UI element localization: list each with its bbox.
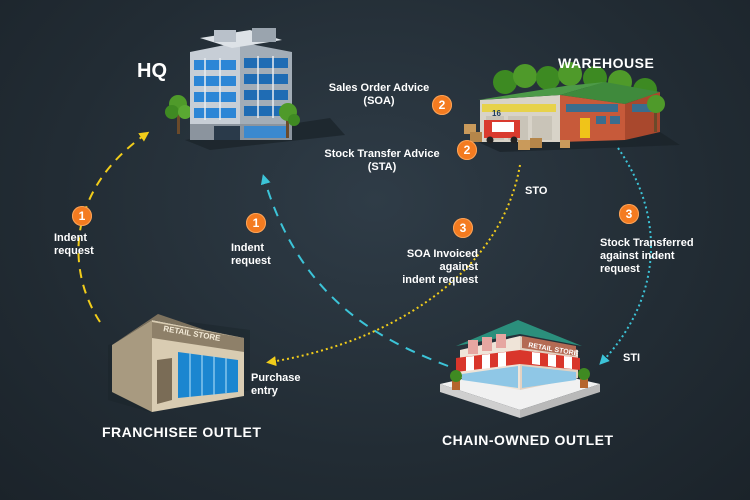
step-badge-sta: 2 <box>457 140 477 160</box>
arrow-warehouse-to-chain <box>599 147 652 365</box>
indent-mid-line2: request <box>231 255 271 267</box>
step-badge-soa: 2 <box>432 95 452 115</box>
arrow-franchisee-to-hq <box>77 131 150 323</box>
purchase-entry-line2: entry <box>251 385 278 397</box>
soa-invoiced-line1: SOA Invoiced <box>406 248 478 260</box>
soa-label-line1: Sales Order Advice <box>328 82 430 94</box>
step-badge-indent-mid: 1 <box>246 213 266 233</box>
warehouse-building-icon <box>464 62 680 152</box>
soa-invoiced-label: SOA Invoiced against indent request <box>388 248 478 287</box>
stock-transferred-line1: Stock Transferred <box>600 237 694 249</box>
soa-label-line2: (SOA) <box>363 95 395 107</box>
soa-invoiced-line3: indent request <box>402 274 478 286</box>
indent-request-left-label: Indent request <box>54 232 94 258</box>
purchase-entry-label: Purchase entry <box>251 372 301 398</box>
sta-label-line1: Stock Transfer Advice <box>324 148 440 160</box>
soa-label: Sales Order Advice (SOA) <box>318 82 440 108</box>
indent-request-mid-label: Indent request <box>231 242 271 268</box>
hq-title: HQ <box>137 60 167 82</box>
warehouse-title: WAREHOUSE <box>558 55 655 71</box>
hq-building-icon <box>165 28 345 150</box>
franchisee-outlet-title: FRANCHISEE OUTLET <box>102 424 262 440</box>
sta-label-line2: (STA) <box>367 161 397 173</box>
indent-left-line2: request <box>54 245 94 257</box>
step-badge-soa-invoiced: 3 <box>453 218 473 238</box>
stock-transferred-line3: request <box>600 263 640 275</box>
chain-owned-outlet-title: CHAIN-OWNED OUTLET <box>442 432 614 448</box>
purchase-entry-line1: Purchase <box>251 372 301 384</box>
stock-transferred-label: Stock Transferred against indent request <box>600 237 694 276</box>
soa-invoiced-line2: against <box>439 261 478 273</box>
sto-label: STO <box>525 185 548 197</box>
indent-left-line1: Indent <box>54 232 87 244</box>
stock-transferred-line2: against indent <box>600 250 675 262</box>
franchisee-store-icon <box>108 314 250 412</box>
truck-number: 16 <box>492 109 501 118</box>
sti-label: STI <box>623 352 641 364</box>
indent-mid-line1: Indent <box>231 242 264 254</box>
sta-label: Stock Transfer Advice (STA) <box>316 148 448 174</box>
chain-owned-store-icon <box>440 320 600 418</box>
step-badge-indent-left: 1 <box>72 206 92 226</box>
arrow-warehouse-to-franchisee <box>266 164 521 367</box>
step-badge-stock-transferred: 3 <box>619 204 639 224</box>
